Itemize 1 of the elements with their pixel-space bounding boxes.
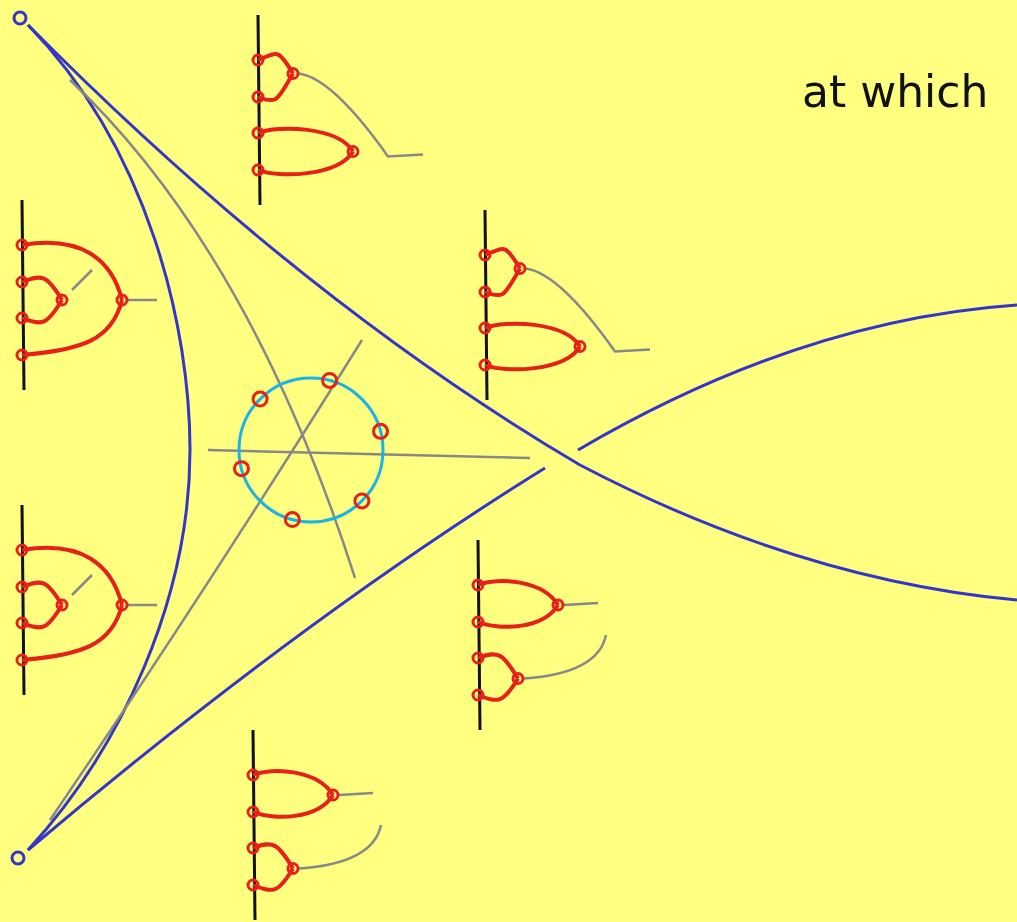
handwritten-note: at which (802, 66, 989, 117)
